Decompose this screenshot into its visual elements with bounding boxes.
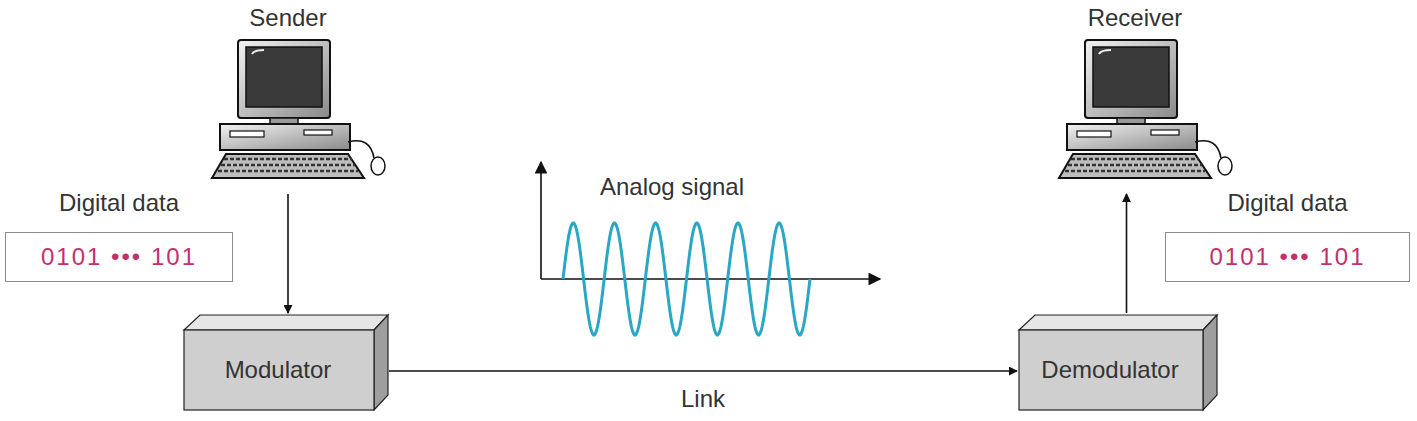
device-name: Demodulator: [1018, 356, 1202, 384]
box-top: [1019, 315, 1217, 330]
data-box: Digital data0101 ••• 101: [1165, 232, 1410, 282]
key-row: [1065, 170, 1205, 173]
drive-slot: [304, 130, 332, 135]
mouse-cord: [1195, 141, 1221, 158]
device-box: Demodulator: [1018, 314, 1218, 412]
key-row: [1068, 164, 1202, 167]
link-label: Link: [678, 385, 728, 413]
connector-arrow: [287, 194, 289, 313]
bit-string: 0101 ••• 101: [6, 243, 232, 271]
station-name: Sender: [188, 4, 388, 32]
signal-label: Analog signal: [597, 173, 747, 201]
key-row: [224, 158, 352, 161]
key-row: [218, 170, 358, 173]
device-box: Modulator: [183, 314, 389, 412]
device-name: Modulator: [183, 356, 373, 384]
x-axis: [541, 278, 880, 280]
computer-icon: [212, 40, 385, 178]
data-box: Digital data0101 ••• 101: [5, 232, 233, 282]
mouse: [371, 157, 385, 175]
box-front: [1019, 330, 1203, 410]
monitor-screen: [1093, 47, 1169, 107]
mouse-cord: [348, 141, 374, 158]
y-axis: [540, 162, 542, 279]
keyboard: [212, 154, 364, 178]
box-side: [374, 315, 388, 410]
cpu-case: [1067, 124, 1197, 150]
keyboard: [1059, 154, 1211, 178]
connector-arrow: [389, 370, 1017, 372]
box-side: [1203, 315, 1217, 410]
key-row: [221, 164, 355, 167]
data-heading: Digital data: [1227, 189, 1347, 217]
station-name: Receiver: [1035, 4, 1235, 32]
box-top: [184, 315, 388, 330]
monitor-frame: [238, 40, 330, 118]
connector-arrow: [1126, 194, 1128, 313]
computer-icon: [1059, 40, 1232, 178]
drive-slot: [1077, 131, 1111, 137]
computer-node: Sender: [188, 2, 388, 192]
mouse: [1218, 157, 1232, 175]
key-row: [1071, 158, 1199, 161]
drive-slot: [230, 131, 264, 137]
drive-slot: [1151, 130, 1179, 135]
analog-wave: [563, 223, 810, 335]
monitor-screen: [246, 47, 322, 107]
screen-glare: [252, 50, 264, 54]
bit-string: 0101 ••• 101: [1166, 243, 1409, 271]
data-heading: Digital data: [59, 189, 179, 217]
monitor-frame: [1085, 40, 1177, 118]
screen-glare: [1099, 50, 1111, 54]
cpu-case: [220, 124, 350, 150]
computer-node: Receiver: [1035, 2, 1235, 192]
box-front: [184, 330, 374, 410]
